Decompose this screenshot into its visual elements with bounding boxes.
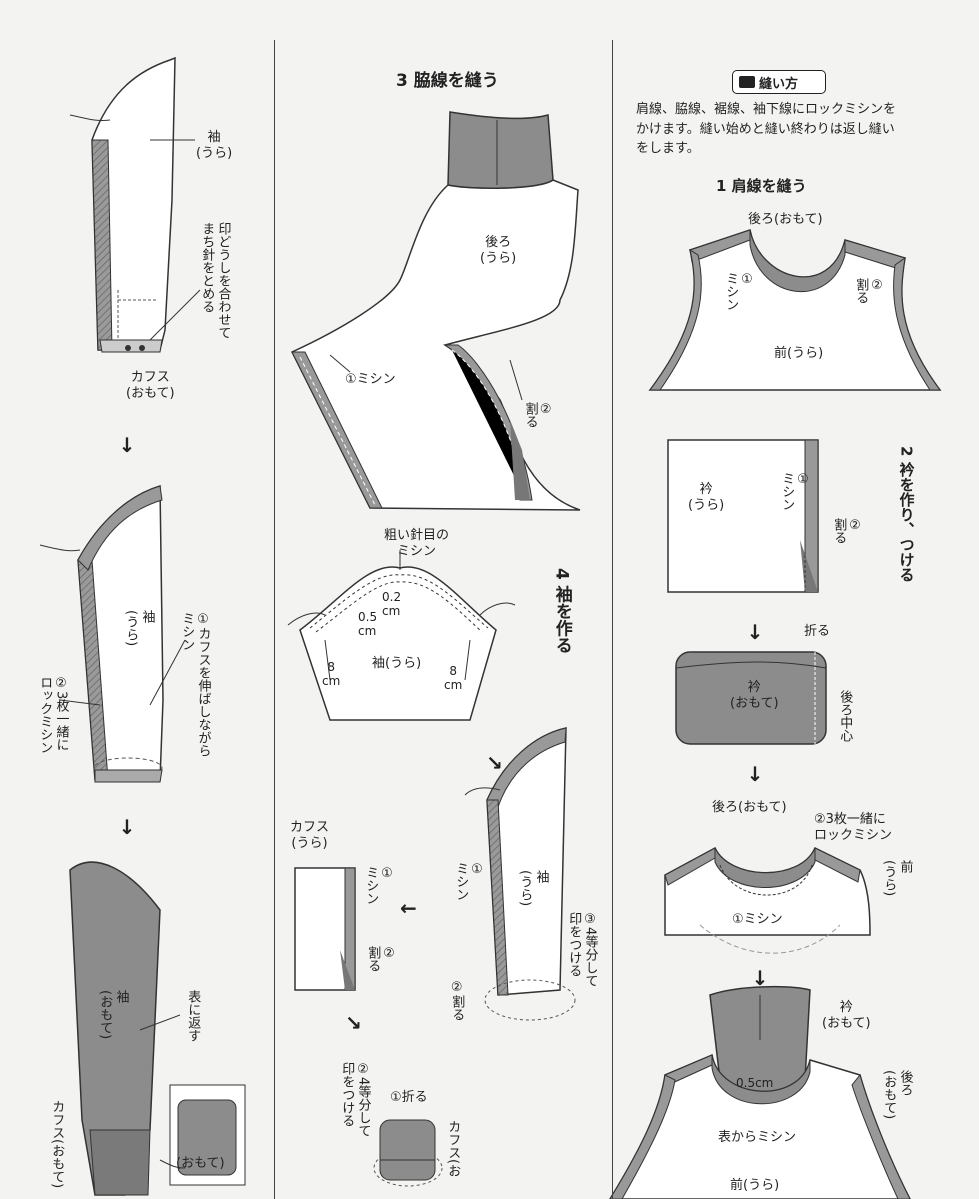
- step1-title: 1 肩線を縫う: [716, 177, 807, 195]
- sleeve-cap: [287, 550, 516, 721]
- label-sew-stretch: ①カフスを伸ばしながら ミシン: [179, 612, 211, 757]
- cuffs-piece: [294, 867, 356, 991]
- label-press-open-r: ② 割る: [853, 278, 885, 304]
- label-cuffs-face: カフス (おもて): [126, 370, 175, 401]
- label-sleeve-face: 袖 (おもて): [97, 990, 129, 1040]
- label-fold: ①折る: [390, 1090, 428, 1105]
- badge-label: 縫い方: [759, 76, 799, 92]
- sleeve-step-3: [69, 861, 246, 1196]
- label-back-face-3: 後ろ (おもて): [881, 1070, 913, 1120]
- svg-text:←: ←: [400, 896, 417, 920]
- label-back-face: 後ろ(おもて): [748, 212, 823, 227]
- step2-title: 2 衿を作り、つける: [897, 446, 916, 582]
- label-press-open: ② 割る: [522, 402, 554, 428]
- label-overlock-3: ②3枚一緒に ロックミシン: [37, 676, 69, 754]
- label-cuffs-back: カフス (うら): [290, 820, 330, 851]
- label-back-face-2: 後ろ(おもて): [712, 800, 787, 815]
- label-collar-back: 衿 (うら): [688, 482, 725, 513]
- label-fold-r: 折る: [804, 624, 831, 639]
- sleeve-step-1: [69, 56, 201, 353]
- label-match-pins: 印どうしを合わせて まち針をとめる: [199, 222, 231, 339]
- collar-folded: [675, 651, 827, 745]
- label-overlock-3-r: ②3枚一緒に ロックミシン: [814, 812, 893, 843]
- label-d8-right: 8 cm: [444, 664, 463, 693]
- label-collar-press: ② 割る: [831, 518, 863, 544]
- label-d8-left: 8 cm: [322, 660, 341, 689]
- label-press-open-b: ②割る: [449, 980, 465, 1021]
- label-face-inset: (おもて): [176, 1156, 225, 1171]
- label-sleeve-back-2: 袖 (うら): [123, 610, 155, 647]
- collar-finished: [609, 986, 911, 1199]
- label-d05: 0.5 cm: [358, 610, 378, 639]
- label-collar-face: 衿 (おもて): [730, 680, 779, 711]
- label-press-open-c: ② 割る: [365, 946, 397, 972]
- bodice-shoulder: [648, 229, 942, 391]
- label-turn-out: 表に返す: [185, 990, 201, 1042]
- svg-text:↓: ↓: [747, 620, 764, 644]
- section-badge-sewing: 縫い方: [732, 70, 826, 94]
- label-back-back: 後ろ (うら): [480, 235, 517, 266]
- svg-text:↘: ↘: [345, 1011, 362, 1035]
- label-seam1: ①ミシン: [345, 372, 396, 387]
- label-cuffs-face-m: カフス(お: [445, 1120, 461, 1178]
- svg-text:↘: ↘: [486, 751, 503, 775]
- svg-text:↓: ↓: [752, 966, 769, 990]
- sleeve-step-4: [464, 727, 576, 1021]
- label-seam1-c: ① ミシン: [363, 866, 395, 905]
- label-topstitch: 表からミシン: [718, 1130, 797, 1145]
- body-side-seam: [290, 111, 581, 511]
- svg-text:↓: ↓: [119, 433, 136, 457]
- collar-piece-back: [667, 439, 819, 593]
- label-sleeve-back-cap: 袖(うら): [372, 656, 422, 671]
- svg-text:↓: ↓: [119, 815, 136, 839]
- label-cuffs-face-2: カフス(おもて): [49, 1100, 65, 1189]
- collar-attach: [664, 846, 871, 954]
- label-front-back-3: 前(うら): [730, 1178, 780, 1193]
- label-front-back: 前(うら): [774, 346, 824, 361]
- label-mark-quarter-2: ②4等分して 印をつける: [339, 1062, 371, 1138]
- label-d02: 0.2 cm: [382, 590, 402, 619]
- label-back-center: 後ろ中心: [837, 690, 853, 742]
- step3-title: 3 脇線を縫う: [396, 71, 499, 91]
- intro-text: 肩線、脇線、裾線、袖下線にロックミシンを かけます。縫い始めと縫い終わりは返し縫…: [636, 102, 897, 156]
- label-collar-seam: ① ミシン: [779, 472, 811, 511]
- sleeve-step-2: [39, 484, 186, 783]
- label-sleeve-back: 袖 (うら): [196, 130, 233, 161]
- label-seam1-b-r: ①ミシン: [732, 912, 783, 927]
- label-seam1-b: ① ミシン: [453, 862, 485, 901]
- label-d05-r: 0.5cm: [736, 1076, 774, 1090]
- label-sleeve-back-4: 袖 (うら): [517, 870, 549, 907]
- label-seam1-r: ① ミシン: [723, 272, 755, 311]
- label-coarse-stitch: 粗い針目の ミシン: [384, 528, 450, 559]
- svg-text:↓: ↓: [747, 762, 764, 786]
- label-collar-face-2: 衿 (おもて): [822, 1000, 871, 1031]
- label-front-back-2: 前 (うら): [881, 860, 913, 897]
- step4-title: 4 袖を作る: [551, 568, 572, 654]
- sewing-machine-icon: [739, 76, 755, 88]
- label-mark-quarter: ③4等分して 印をつける: [566, 912, 598, 988]
- folded-cuffs: [373, 1119, 443, 1187]
- column-divider-right: [612, 40, 613, 1199]
- column-divider-left: [274, 40, 275, 1199]
